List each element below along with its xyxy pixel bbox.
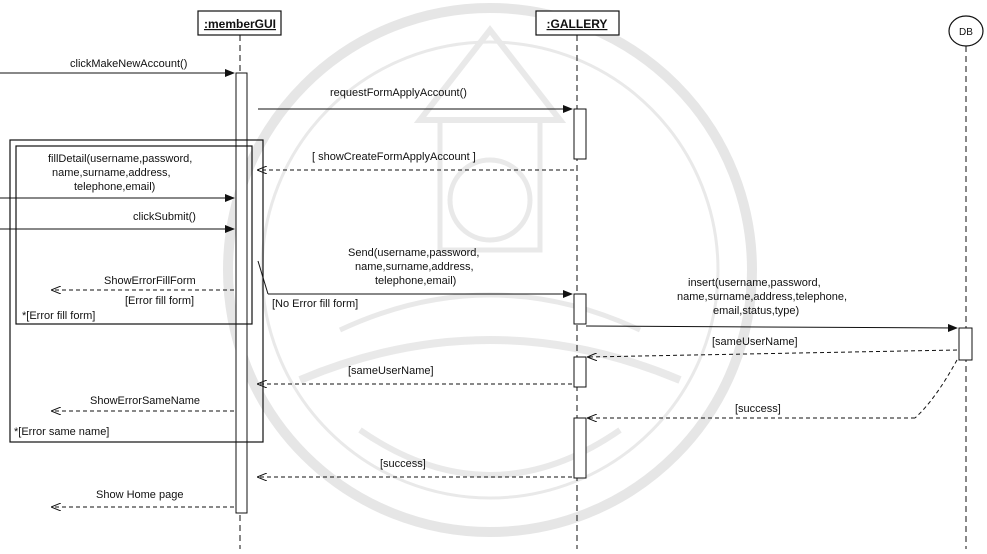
activation-gallery-3 [573, 356, 587, 388]
msg-show-error-same-name: ShowErrorSameName [90, 395, 200, 407]
msg-show-create-form: [ showCreateFormApplyAccount ] [312, 151, 476, 163]
loop-frame-error-same-name [9, 139, 264, 443]
activation-gallery-1 [573, 108, 587, 160]
msg-insert-2: name,surname,address,telephone, [677, 291, 847, 303]
msg-error-fill-form-loop: *[Error fill form] [22, 310, 95, 322]
msg-error-fill-form-guard: [Error fill form] [125, 295, 194, 307]
msg-same-user-name-gui: [sameUserName] [348, 365, 434, 377]
msg-send-3: telephone,email) [375, 275, 456, 287]
msg-click-make-new-account: clickMakeNewAccount() [70, 58, 187, 70]
msg-show-error-fill-form: ShowErrorFillForm [104, 275, 196, 287]
arrow-insert [585, 323, 958, 332]
lifeline-member-gui-label: :memberGUI [204, 17, 276, 31]
msg-send-2: name,surname,address, [355, 261, 474, 273]
msg-send-1: Send(username,password, [348, 247, 479, 259]
lifeline-gallery-label: :GALLERY [547, 17, 608, 31]
watermark-seal [223, 3, 757, 537]
msg-success-db: [success] [735, 403, 781, 415]
arrow-same-user-name-db [588, 349, 958, 357]
activation-member-gui [235, 72, 248, 514]
activation-db [958, 327, 973, 361]
lifeline-member-gui: :memberGUI [197, 10, 282, 549]
msg-insert-1: insert(username,password, [688, 277, 821, 289]
msg-fill-detail-1: fillDetail(username,password, [48, 153, 192, 165]
arrow-success-db-curve [914, 359, 958, 419]
activation-gallery-4 [573, 417, 587, 479]
msg-show-home-page: Show Home page [96, 489, 183, 501]
msg-same-user-name-db: [sameUserName] [712, 336, 798, 348]
activation-gallery-2 [573, 293, 587, 325]
lifeline-db: DB [948, 15, 984, 549]
msg-success-gui: [success] [380, 458, 426, 470]
msg-fill-detail-2: name,surname,address, [52, 167, 171, 179]
msg-insert-3: email,status,type) [713, 305, 799, 317]
lifeline-db-label: DB [959, 27, 973, 38]
msg-no-error-fill-form: [No Error fill form] [272, 298, 358, 310]
loop-frame-error-fill-form [15, 145, 253, 325]
msg-request-form-apply-account: requestFormApplyAccount() [330, 87, 467, 99]
msg-fill-detail-3: telephone,email) [74, 181, 155, 193]
msg-error-same-name-loop: *[Error same name] [14, 426, 109, 438]
msg-click-submit: clickSubmit() [133, 211, 196, 223]
arrow-send [257, 260, 269, 295]
